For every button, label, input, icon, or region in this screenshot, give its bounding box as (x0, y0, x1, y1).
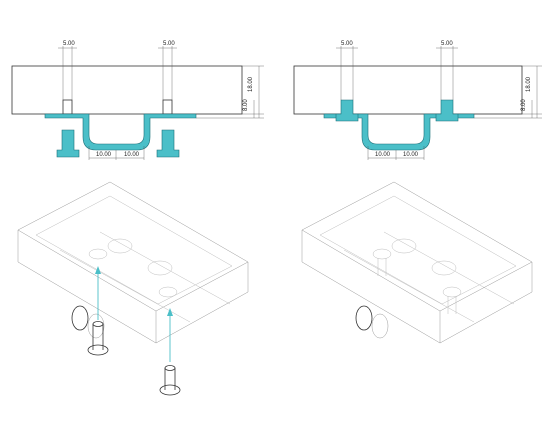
right-block-outline (293, 65, 523, 115)
left-arrowhead-2 (167, 308, 173, 316)
right-box-top (301, 181, 533, 312)
left-pipe-end-1 (71, 305, 89, 331)
right-box-front (301, 230, 441, 344)
right-dim-bottom-left: 10.00 (375, 152, 391, 158)
left-hole-2 (162, 99, 173, 115)
left-rivet-2 (156, 129, 180, 158)
left-dim-top-right: 5.00 (163, 41, 175, 47)
right-dim-bottom-right: 10.00 (403, 152, 419, 158)
right-pipe-end-2 (371, 313, 389, 339)
right-isometric-view (301, 181, 533, 344)
right-dim-top-left: 5.00 (341, 41, 353, 47)
left-dim-top-left: 5.00 (63, 41, 75, 47)
left-pipe-end-2 (87, 313, 105, 339)
right-dim-height-overall: 18.00 (526, 76, 532, 92)
left-dim-height-overall: 18.00 (248, 76, 254, 92)
left-box-front (17, 230, 157, 344)
left-dim-height-lower: 8.00 (243, 99, 249, 111)
left-rivet-1 (56, 129, 80, 158)
right-rivet-2 (435, 99, 459, 122)
right-dim-height-lower: 8.00 (521, 99, 527, 111)
right-section-view: 5.00 5.00 18.00 8.00 10.00 10.00 (293, 41, 542, 160)
left-section-view: 5.00 5.00 18.00 8.00 10.00 10.00 (11, 41, 264, 160)
left-dim-bottom-right: 10.00 (124, 152, 140, 158)
right-pipe-end-1 (355, 305, 373, 331)
left-box-top (17, 181, 249, 312)
left-hole-1 (62, 99, 73, 115)
right-box-side (439, 262, 533, 344)
right-rivet-1 (335, 99, 359, 122)
left-isometric-view (17, 181, 249, 396)
left-iso-rivet-2 (159, 365, 181, 396)
left-iso-rivet-1 (87, 321, 109, 356)
left-arrowhead-1 (95, 266, 101, 274)
left-block-outline (11, 65, 243, 115)
left-box-side (155, 262, 249, 344)
left-dim-bottom-left: 10.00 (96, 152, 112, 158)
right-dim-top-right: 5.00 (441, 41, 453, 47)
